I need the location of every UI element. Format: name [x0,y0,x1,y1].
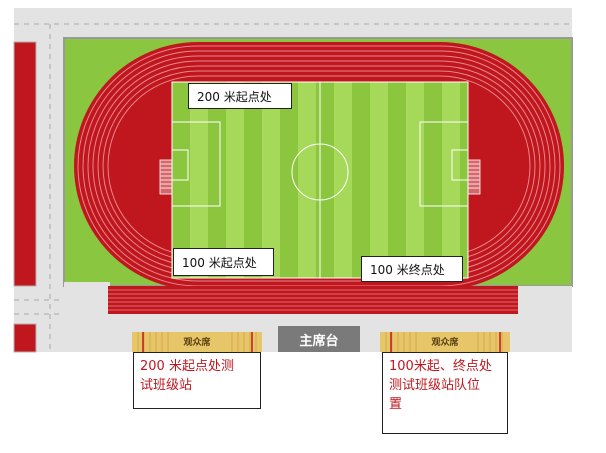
note-right-100m-class-station: 100米起、终点处 测试班级站队位 置 [382,352,508,434]
right-spectator-stand [380,332,510,352]
note-left-line-2: 试班级站 [140,378,193,393]
label-200m-start: 200 米起点处 [188,83,292,109]
note-right-line-1: 100米起、终点处 [389,359,492,374]
goal-left [159,159,173,195]
label-100m-finish: 100 米终点处 [361,256,463,282]
left-building-top [13,41,37,287]
straightaway-lines [108,289,518,311]
right-stand-label: 观众席 [431,336,458,348]
label-100m-start: 100 米起点处 [173,248,274,276]
note-left-line-1: 200 米起点处测 [140,359,234,374]
note-right-line-3: 置 [389,397,403,412]
walkway-corner [64,282,110,320]
left-stand-label: 观众席 [183,336,210,348]
straightaway [108,286,518,314]
note-left-200m-class-station: 200 米起点处测 试班级站 [133,352,261,409]
main-podium-label: 主席台 [299,333,338,349]
road-dashes [14,23,572,352]
left-building-bottom [13,323,37,353]
goal-right [467,159,481,195]
note-right-line-2: 测试班级站队位 [389,378,481,393]
main-podium [278,326,360,352]
left-spectator-stand [132,332,262,352]
